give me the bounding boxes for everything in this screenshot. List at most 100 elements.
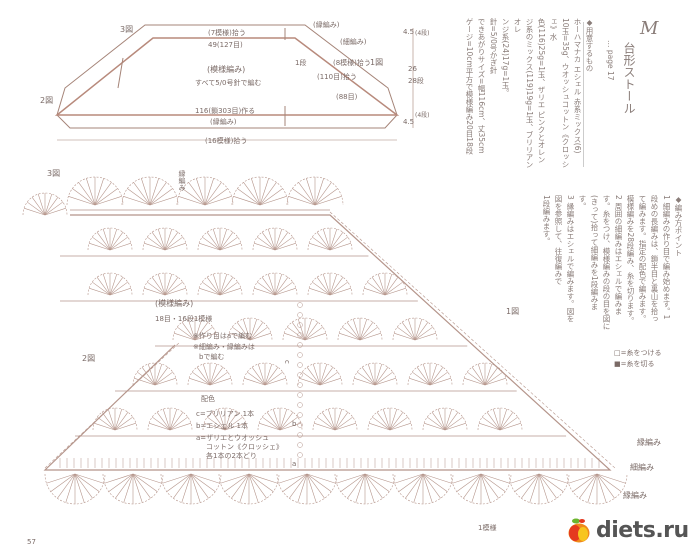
pattern-fan-motif [477, 407, 523, 431]
pattern-fan-motif [148, 422, 171, 431]
pattern-fan-motif [329, 287, 352, 296]
pattern-fan-motif [444, 412, 459, 431]
top-fan-motif [188, 182, 206, 206]
bottom-fan-motif [306, 473, 317, 503]
pattern-fan-motif [429, 367, 444, 386]
sc-border-line [329, 211, 616, 469]
pattern-fan-motif [249, 326, 268, 341]
bottom-fan-motif [282, 473, 308, 492]
row-number-marker [297, 432, 303, 438]
bottom-fan-motif [334, 473, 396, 505]
pattern-fan-motif [486, 412, 501, 431]
bottom-fan-motif [44, 473, 106, 505]
label-sc-right: 細編み [630, 463, 654, 472]
pattern-fan-motif [352, 362, 398, 386]
schem-fig2: 2図 [40, 96, 54, 105]
top-fan-motif [178, 196, 206, 206]
legend-cut: ■=糸を切る [614, 360, 655, 368]
pattern-fan-motif [307, 227, 353, 251]
top-pickup: (7模様)拾う [208, 29, 246, 37]
top-fan-motif [314, 182, 332, 206]
pattern-fan-motif [96, 277, 111, 296]
bottom-fan-motif [190, 473, 209, 499]
top-fan-motif [86, 178, 96, 206]
color-marker-a: a [292, 460, 297, 468]
top-fan-motif [292, 188, 316, 206]
pattern-fan-motif [107, 408, 116, 431]
bottom-fan-motif [248, 473, 267, 499]
bottom-fan-motif [413, 473, 424, 503]
pattern-fan-motif [384, 277, 399, 296]
bottom-fan-motif [568, 473, 598, 484]
pattern-fan-motif [359, 322, 374, 341]
pattern-fan-motif [219, 236, 238, 251]
pattern-fan-motif [298, 377, 321, 386]
pattern-fan-motif [362, 272, 408, 296]
top-fan-motif [204, 178, 214, 206]
label-border-right2: 縁編み [623, 491, 647, 500]
pattern-fan-motif [169, 422, 192, 431]
pattern-fan-motif [143, 287, 166, 296]
top-fan-motif [314, 178, 324, 206]
top-fan-motif [149, 178, 159, 206]
apple-logo-icon [567, 517, 591, 543]
bottom-fan-motif [220, 473, 250, 484]
pattern-fan-motif [321, 412, 336, 431]
pattern-fan-motif [297, 362, 343, 386]
pattern-fan-motif [302, 371, 321, 386]
schem-fig1: 1図 [370, 58, 384, 67]
pattern-fan-motif [224, 412, 239, 431]
pattern-fan-motif [329, 277, 344, 296]
dim-mid1: 26 [408, 65, 417, 73]
pattern-fan-motif [188, 377, 211, 386]
pattern-fan-motif [372, 416, 391, 431]
side-pickup: (8模様)拾う [333, 59, 371, 67]
bottom-fan-motif [289, 473, 308, 499]
pattern-fan-motif [374, 363, 383, 386]
chart-note2b: bで編む [199, 353, 225, 361]
bottom-fan-motif [450, 473, 512, 505]
bottom-fan-motif [74, 473, 85, 503]
top-fan-motif [259, 188, 283, 206]
color-c: c=ブリリアン 1本 [196, 410, 255, 418]
pattern-fan-motif [154, 371, 173, 386]
bottom-fan-motif [306, 473, 336, 484]
pattern-fan-motif [109, 281, 128, 296]
pattern-fan-motif [462, 362, 508, 386]
pattern-fan-motif [264, 363, 273, 386]
pattern-fan-motif [88, 287, 111, 296]
bottom-fan-motif [398, 473, 424, 492]
pattern-fan-motif [209, 363, 218, 386]
bottom-fan-motif [65, 473, 76, 503]
pattern-fan-motif [499, 422, 522, 431]
pattern-fan-motif [169, 408, 178, 431]
pattern-fan-motif [308, 242, 331, 251]
bottom-fan-motif [74, 473, 100, 492]
pattern-fan-motif [88, 242, 111, 251]
pattern-fan-motif [407, 318, 416, 341]
points-line: 模様編みを28段編み、糸を切ります。 [626, 195, 635, 325]
pattern-fan-motif [109, 287, 132, 296]
pattern-fan-motif [202, 281, 221, 296]
bottom-fan-motif [239, 473, 250, 503]
corner-fan-motif [44, 201, 63, 216]
pattern-fan-motif [274, 228, 283, 251]
bottom-fan-motif [123, 473, 134, 503]
pattern-fan-motif [329, 232, 344, 251]
pattern-fan-motif [173, 332, 196, 341]
bottom-fan-motif [510, 473, 540, 484]
pattern-fan-motif [423, 422, 446, 431]
pattern-fan-motif [92, 236, 111, 251]
bottom-fan-motif [50, 473, 76, 492]
pattern-fan-motif [414, 318, 423, 341]
pattern-fan-motif [374, 367, 389, 386]
bottom-fan-motif [422, 473, 452, 484]
foundation-label: 116(鎖303目)作る [195, 107, 256, 115]
chart-fig2: 2図 [82, 354, 96, 363]
pattern-fan-motif [274, 287, 297, 296]
row-number-marker [297, 362, 303, 368]
dim-top: 4.5 [403, 28, 415, 36]
pattern-fan-motif [242, 318, 251, 341]
pattern-fan-motif [393, 332, 416, 341]
pattern-fan-motif [169, 412, 184, 431]
